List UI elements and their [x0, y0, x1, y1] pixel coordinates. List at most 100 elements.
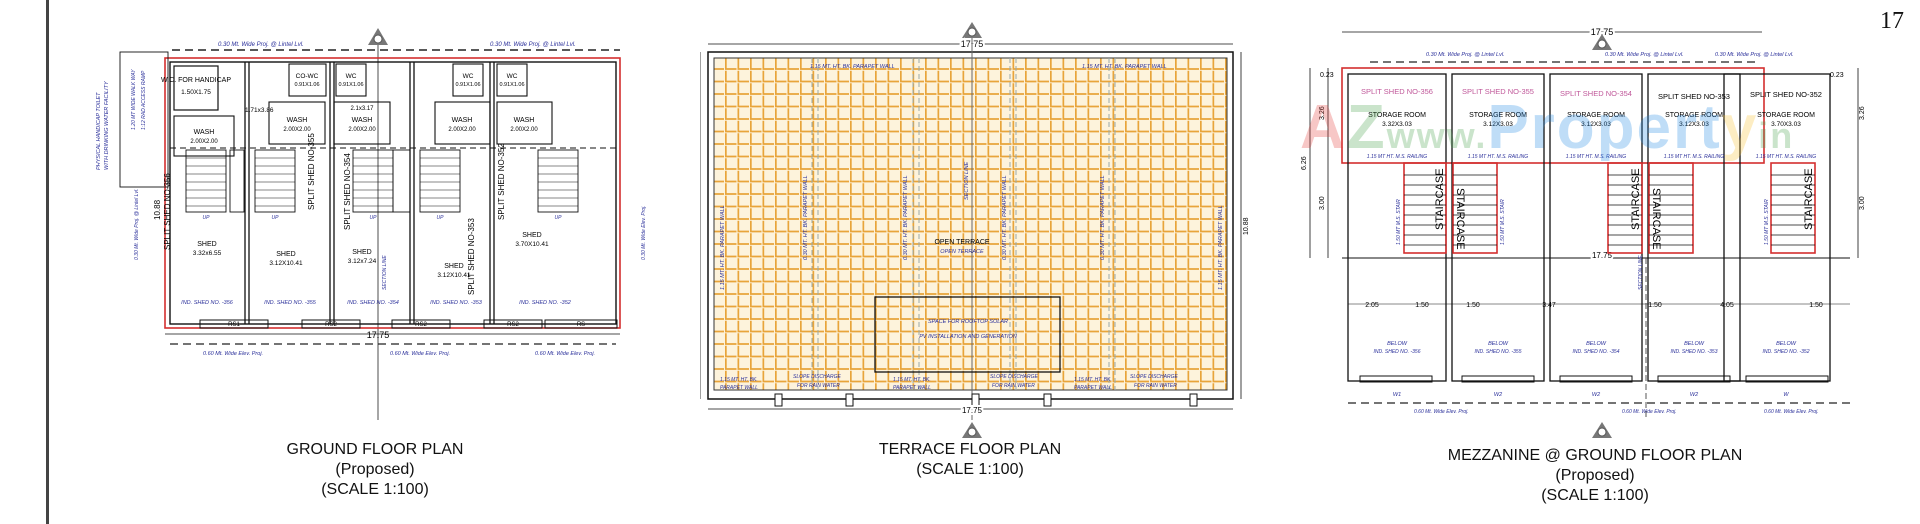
- svg-text:STAIRCASE: STAIRCASE: [1803, 168, 1815, 230]
- svg-text:3.47: 3.47: [1542, 302, 1556, 309]
- svg-text:17.75: 17.75: [367, 330, 390, 340]
- svg-text:PARAPET WALL: PARAPET WALL: [893, 385, 931, 391]
- svg-text:BELOW: BELOW: [1488, 341, 1509, 347]
- open-terrace-label: OPEN TERRACE: [934, 239, 989, 246]
- svg-text:SHED: SHED: [276, 251, 295, 258]
- svg-text:3.32x6.55: 3.32x6.55: [193, 250, 222, 257]
- svg-text:RS2: RS2: [325, 322, 337, 328]
- svg-text:1.15 MT. HT. BK. PARAPET WALL: 1.15 MT. HT. BK. PARAPET WALL: [1218, 205, 1224, 290]
- svg-text:STAIRCASE: STAIRCASE: [1650, 188, 1662, 250]
- svg-text:0.30 Mt. Wide Proj. @ Lintel L: 0.30 Mt. Wide Proj. @ Lintel Lvl.: [490, 42, 576, 48]
- svg-text:WC: WC: [507, 73, 518, 80]
- section-marker-icon: [368, 28, 388, 420]
- ground-floor-drawing: 0.30 Mt. Wide Proj. @ Lintel Lvl. 0.30 M…: [96, 28, 647, 420]
- svg-text:UP: UP: [555, 215, 563, 221]
- svg-text:SECTION LINE: SECTION LINE: [964, 161, 970, 200]
- svg-text:3.12X10.41: 3.12X10.41: [269, 260, 303, 267]
- svg-text:SPLIT SHED NO-352: SPLIT SHED NO-352: [497, 143, 506, 220]
- svg-text:1.15 MT. HT. BK.: 1.15 MT. HT. BK.: [1074, 377, 1112, 383]
- svg-text:SPLIT SHED NO-355: SPLIT SHED NO-355: [1462, 87, 1534, 96]
- svg-text:STORAGE ROOM: STORAGE ROOM: [1368, 112, 1426, 119]
- svg-text:1.50X1.75: 1.50X1.75: [181, 89, 211, 96]
- svg-text:RS2: RS2: [415, 322, 427, 328]
- svg-text:IND. SHED NO. -353: IND. SHED NO. -353: [430, 300, 483, 306]
- svg-text:1.50 MT M.S. STAIR: 1.50 MT M.S. STAIR: [1764, 199, 1770, 245]
- svg-text:WITH DRINKING WATER FACILITY: WITH DRINKING WATER FACILITY: [104, 81, 110, 170]
- svg-text:3.00: 3.00: [1319, 196, 1326, 210]
- svg-text:1.15 MT HT. M.S. RAILING: 1.15 MT HT. M.S. RAILING: [1367, 154, 1427, 160]
- svg-text:STAIRCASE: STAIRCASE: [1434, 168, 1446, 230]
- svg-text:UP: UP: [437, 215, 445, 221]
- section-marker-icon: [962, 22, 982, 38]
- terrace-floor-plan: 17.75 1.15 MT. HT. BK. PARAPET WALL 1.15…: [691, 20, 1260, 440]
- svg-text:1.50: 1.50: [1415, 302, 1429, 309]
- mezzanine-title: MEZZANINE @ GROUND FLOOR PLAN: [1447, 447, 1743, 464]
- svg-text:W2: W2: [1592, 392, 1600, 398]
- svg-text:BELOW: BELOW: [1387, 341, 1408, 347]
- svg-text:3.26: 3.26: [1859, 106, 1866, 120]
- svg-text:SPLIT SHED NO-356: SPLIT SHED NO-356: [1361, 87, 1433, 96]
- terrace-title-block: TERRACE FLOOR PLAN (SCALE 1:100): [850, 440, 1090, 480]
- svg-text:SPLIT SHED NO-352: SPLIT SHED NO-352: [1750, 90, 1822, 99]
- svg-text:0.30 MT. HT. BK. PARAPET WALL: 0.30 MT. HT. BK. PARAPET WALL: [1002, 175, 1008, 260]
- svg-text:0.60 Mt. Wide Elev. Proj.: 0.60 Mt. Wide Elev. Proj.: [1414, 409, 1469, 415]
- svg-text:2.00X2.00: 2.00X2.00: [448, 127, 476, 133]
- svg-text:2.00X2.00: 2.00X2.00: [283, 127, 311, 133]
- svg-text:IND. SHED NO. -356: IND. SHED NO. -356: [181, 300, 234, 306]
- svg-text:2.00X2.00: 2.00X2.00: [190, 139, 218, 145]
- svg-text:0.30 Mt. Wide Proj. @ Lintel L: 0.30 Mt. Wide Proj. @ Lintel Lvl.: [134, 189, 140, 260]
- svg-text:WASH: WASH: [352, 117, 373, 124]
- svg-text:SLOPE DISCHARGE: SLOPE DISCHARGE: [793, 374, 841, 380]
- svg-text:3.12X3.03: 3.12X3.03: [1483, 121, 1513, 128]
- svg-text:UP: UP: [203, 215, 211, 221]
- mezzanine-title-block: MEZZANINE @ GROUND FLOOR PLAN (Proposed)…: [1430, 446, 1760, 506]
- svg-text:2.05: 2.05: [1365, 302, 1379, 309]
- mezzanine-subtitle: (Proposed): [1555, 467, 1635, 484]
- svg-text:1:12 RAD ACCESS RAMP: 1:12 RAD ACCESS RAMP: [141, 70, 147, 130]
- svg-text:1.15 MT HT. M.S. RAILING: 1.15 MT HT. M.S. RAILING: [1468, 154, 1528, 160]
- mezzanine-staircases: [1403, 162, 1816, 254]
- svg-text:STORAGE ROOM: STORAGE ROOM: [1567, 112, 1625, 119]
- svg-text:0.91X1.06: 0.91X1.06: [455, 82, 480, 88]
- svg-text:1.15 MT HT. M.S. RAILING: 1.15 MT HT. M.S. RAILING: [1566, 154, 1626, 160]
- ground-stairs: [185, 149, 579, 213]
- svg-text:SECTION LINE: SECTION LINE: [1638, 255, 1644, 290]
- svg-text:17.75: 17.75: [1591, 27, 1614, 37]
- svg-text:PARAPET WALL: PARAPET WALL: [1074, 385, 1112, 391]
- svg-text:FOR RAIN WATER: FOR RAIN WATER: [1134, 383, 1177, 389]
- svg-text:0.30 MT. HT. BK. PARAPET WALL: 0.30 MT. HT. BK. PARAPET WALL: [803, 175, 809, 260]
- svg-text:3.12X3.03: 3.12X3.03: [1581, 121, 1611, 128]
- svg-text:3.70X3.03: 3.70X3.03: [1771, 121, 1801, 128]
- svg-text:1.50: 1.50: [1809, 302, 1823, 309]
- svg-text:SHED: SHED: [352, 249, 371, 256]
- svg-text:0.30 Mt. Wide Proj. @ Lintel L: 0.30 Mt. Wide Proj. @ Lintel Lvl.: [1605, 52, 1684, 58]
- svg-text:3.70X10.41: 3.70X10.41: [515, 241, 549, 248]
- svg-text:SPLIT SHED NO-353: SPLIT SHED NO-353: [467, 218, 476, 295]
- svg-text:IND. SHED NO. -354: IND. SHED NO. -354: [1573, 349, 1620, 355]
- svg-text:0.60 Mt. Wide Elev. Proj.: 0.60 Mt. Wide Elev. Proj.: [1764, 409, 1819, 415]
- svg-text:2.00X2.00: 2.00X2.00: [510, 127, 538, 133]
- svg-text:1.50 MT M.S. STAIR: 1.50 MT M.S. STAIR: [1500, 199, 1506, 245]
- svg-text:3.32X3.03: 3.32X3.03: [1382, 121, 1412, 128]
- svg-text:W1: W1: [1393, 392, 1401, 398]
- svg-text:10.88: 10.88: [1243, 217, 1250, 235]
- svg-text:SPLIT SHED NO-355: SPLIT SHED NO-355: [307, 133, 316, 210]
- svg-text:0.30 MT. HT. BK. PARAPET WALL: 0.30 MT. HT. BK. PARAPET WALL: [1100, 175, 1106, 260]
- svg-text:W2: W2: [1494, 392, 1502, 398]
- svg-text:SPLIT SHED NO-356: SPLIT SHED NO-356: [163, 173, 172, 250]
- svg-text:SLOPE DISCHARGE: SLOPE DISCHARGE: [990, 374, 1038, 380]
- svg-text:1.50: 1.50: [1648, 302, 1662, 309]
- svg-text:SHED: SHED: [444, 263, 463, 270]
- svg-text:CO-WC: CO-WC: [296, 73, 319, 80]
- svg-text:0.30 MT. HT. BK. PARAPET WALL: 0.30 MT. HT. BK. PARAPET WALL: [903, 175, 909, 260]
- svg-text:1.15 MT. HT. BK.: 1.15 MT. HT. BK.: [720, 377, 758, 383]
- svg-text:SLOPE DISCHARGE: SLOPE DISCHARGE: [1130, 374, 1178, 380]
- ground-floor-plan: 0.30 Mt. Wide Proj. @ Lintel Lvl. 0.30 M…: [60, 20, 680, 440]
- svg-text:IND. SHED NO. -356: IND. SHED NO. -356: [1374, 349, 1421, 355]
- svg-text:IND. SHED NO. -354: IND. SHED NO. -354: [347, 300, 399, 306]
- svg-text:WC: WC: [463, 73, 474, 80]
- svg-text:0.91X1.06: 0.91X1.06: [338, 82, 363, 88]
- svg-text:UP: UP: [272, 215, 280, 221]
- svg-text:PARAPET WALL: PARAPET WALL: [720, 385, 758, 391]
- svg-text:1.20 MT WIDE WALK WAY: 1.20 MT WIDE WALK WAY: [131, 69, 137, 130]
